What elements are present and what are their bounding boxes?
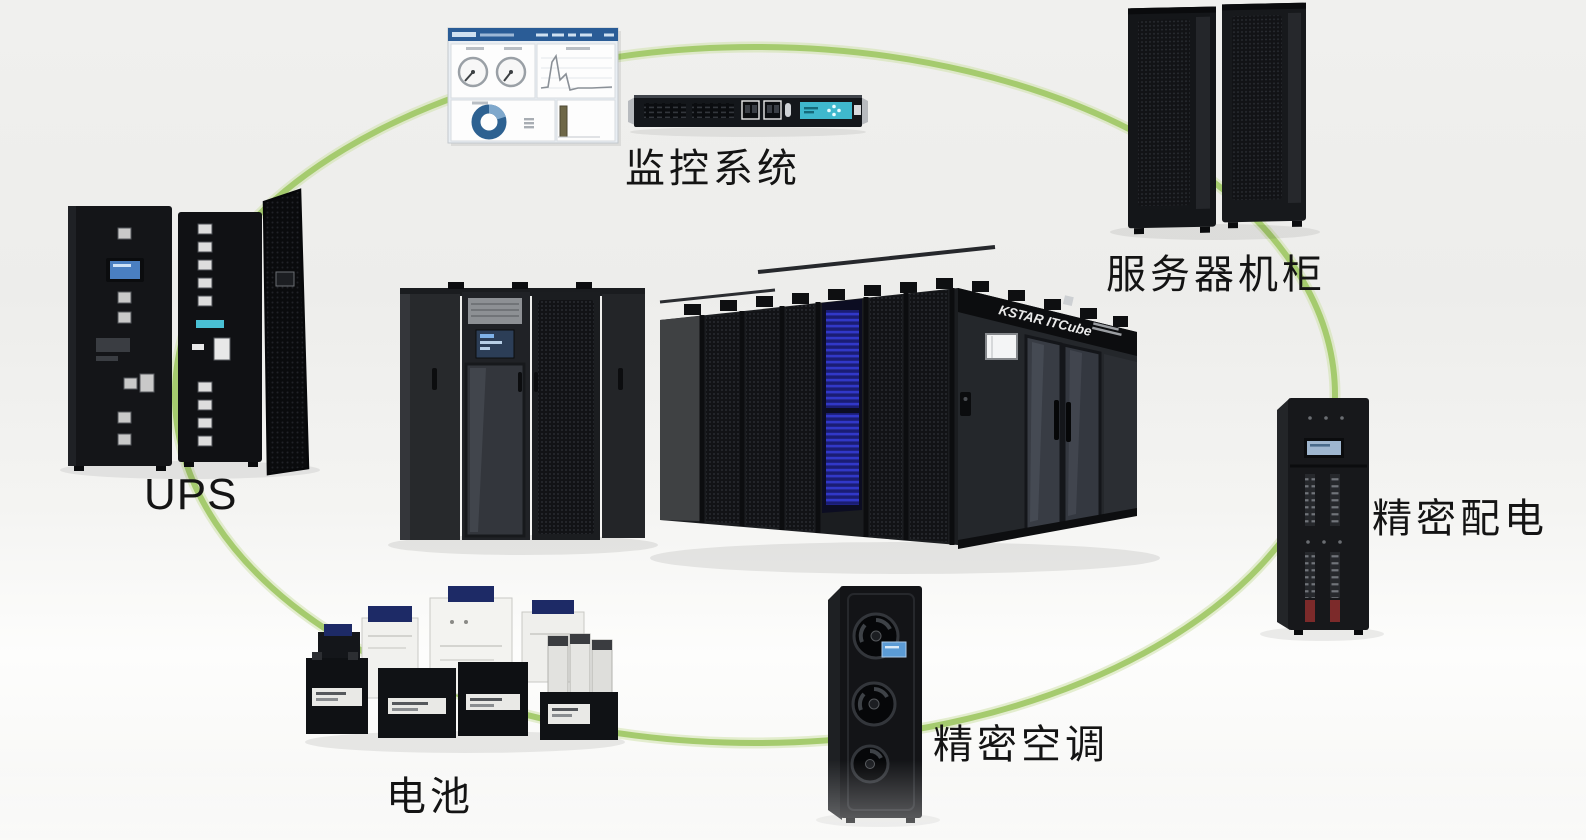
rack-row-frames (699, 288, 955, 545)
roof-tabs (684, 278, 1128, 327)
monitoring-appliance-1u (628, 95, 868, 137)
module-cabinet-2-display (462, 292, 530, 540)
trend-line (540, 53, 613, 91)
ups-group (60, 188, 320, 479)
label-monitoring-system: 监控系统 (625, 146, 801, 191)
appliance-display-panel (800, 102, 852, 119)
label-server-cabinet: 服务器机柜 (1106, 252, 1326, 297)
battery-cluster (305, 586, 625, 753)
label-battery: 电池 (386, 774, 474, 819)
ups-power-modules (197, 223, 213, 447)
crac-fan-2 (851, 681, 897, 727)
rack-door-mesh (1138, 19, 1190, 207)
server-rack-group (1110, 2, 1320, 240)
door-handle (1054, 400, 1059, 440)
container-brand-band (958, 288, 1137, 356)
gauge-1 (457, 56, 489, 88)
trend-panel (536, 43, 616, 99)
module-cabinet-4 (602, 294, 645, 538)
access-control (960, 392, 971, 416)
micro-module-cabinets (388, 282, 658, 555)
door-handle (534, 372, 538, 392)
network-ports (741, 100, 791, 120)
pdu-breaker-strips (1305, 474, 1342, 622)
battery-front-row (306, 652, 618, 740)
ups-open-door (262, 188, 310, 476)
door-handle (1066, 402, 1071, 442)
ups-status-strip (196, 320, 224, 328)
door-handle (432, 368, 437, 390)
door-handle (618, 368, 623, 390)
ups-cabinet-2-open (178, 212, 262, 467)
monitoring-dashboard (447, 27, 621, 146)
crac-lcd-screen (881, 641, 907, 658)
precision-pdu-cabinet (1260, 398, 1384, 641)
server-rack-2 (1222, 2, 1306, 229)
rack-door-mesh (1232, 15, 1282, 201)
dashboard-header (448, 28, 618, 41)
server-rack-1 (1128, 6, 1216, 235)
pdu-lcd-screen (1307, 441, 1341, 455)
container-window (985, 333, 1018, 360)
gauge-2 (495, 56, 527, 88)
container-doors (1024, 334, 1102, 535)
module-cabinet-1 (400, 294, 460, 540)
connector-ellipse (169, 41, 1341, 749)
bar (559, 105, 568, 138)
itcube-container: KSTAR ITCube (650, 245, 1160, 574)
blue-lit-rack (822, 299, 862, 513)
ups-cabinet-1 (68, 206, 172, 471)
module-cabinet-3-mesh (532, 292, 600, 540)
label-precision-power: 精密配电 (1372, 496, 1548, 541)
donut-chart (471, 104, 507, 140)
label-ups: UPS (144, 470, 238, 519)
ups-lcd-screen (110, 261, 140, 279)
brand-logo-icon (1062, 295, 1074, 306)
label-precision-ac: 精密空调 (933, 722, 1109, 767)
